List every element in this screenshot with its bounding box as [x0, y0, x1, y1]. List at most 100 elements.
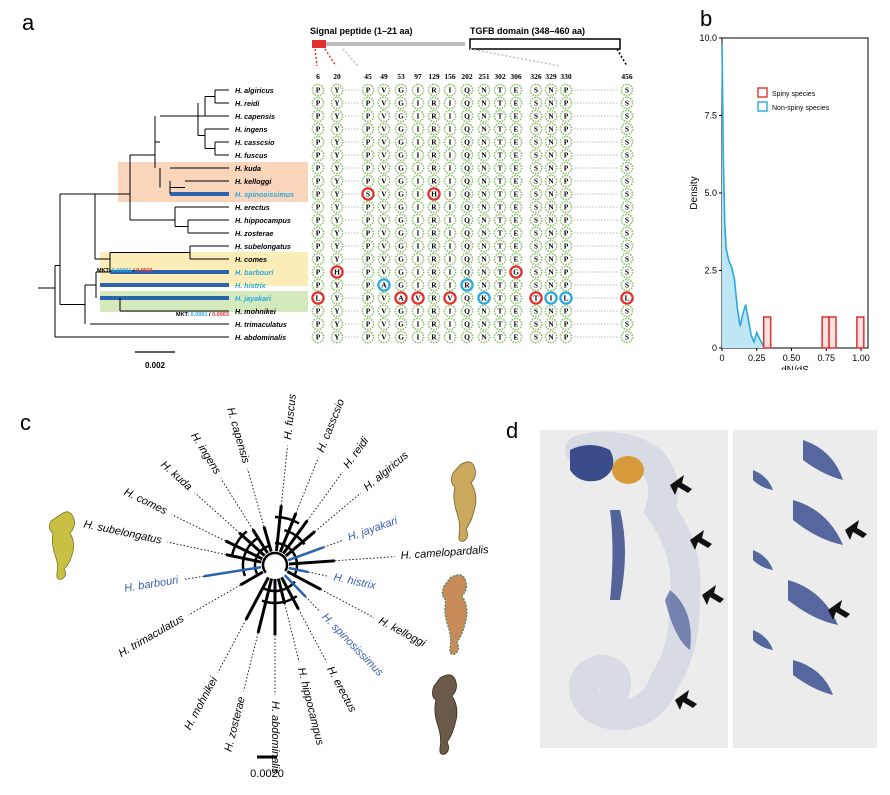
residue-cell: [311, 135, 325, 149]
residue-letter: E: [513, 216, 518, 225]
residue-cell: [493, 109, 507, 123]
residue-cell: [411, 161, 425, 175]
residue-letter: G: [398, 216, 404, 225]
residue-cell: [377, 109, 391, 123]
residue-letter: I: [449, 203, 452, 212]
residue-cell: [427, 265, 441, 279]
residue-letter: H: [334, 268, 340, 277]
residue-letter: S: [534, 190, 538, 199]
residue-cell: [493, 148, 507, 162]
residue-cell: [493, 304, 507, 318]
residue-letter: I: [449, 229, 452, 238]
x-tick-label: 0.25: [748, 353, 766, 363]
residue-cell: [411, 148, 425, 162]
residue-letter: Q: [464, 229, 470, 238]
tree-arc: [274, 515, 300, 525]
residue-letter: T: [497, 138, 502, 147]
residue-cell: [311, 122, 325, 136]
residue-cell: [311, 213, 325, 227]
residue-cell: [311, 278, 325, 292]
residue-cell: [311, 161, 325, 175]
residue-letter: Y: [334, 294, 340, 303]
residue-letter: G: [398, 242, 404, 251]
residue-cell: [529, 317, 543, 331]
position-label: 53: [397, 72, 405, 81]
residue-cell: [529, 304, 543, 318]
residue-letter: G: [398, 255, 404, 264]
residue-letter: T: [497, 281, 502, 290]
residue-letter: A: [398, 294, 404, 303]
residue-letter: V: [381, 216, 387, 225]
residue-letter: I: [449, 307, 452, 316]
residue-letter: N: [481, 268, 487, 277]
tree-branch: [286, 570, 322, 591]
residue-cell: [509, 96, 523, 110]
residue-letter: N: [548, 190, 554, 199]
residue-cell: [460, 161, 474, 175]
species-label: H. hippocampus: [235, 216, 291, 225]
residue-letter: Q: [464, 255, 470, 264]
residue-cell: [544, 109, 558, 123]
residue-cell: [620, 226, 634, 240]
residue-letter: N: [481, 307, 487, 316]
panel-b-label: b: [700, 6, 712, 31]
residue-letter: N: [481, 99, 487, 108]
residue-cell: [529, 239, 543, 253]
residue-cell: [377, 135, 391, 149]
residue-cell: [460, 265, 474, 279]
residue-letter: Y: [334, 229, 340, 238]
species-label: H. kelloggi: [235, 177, 272, 186]
residue-cell: [443, 83, 457, 97]
residue-letter: I: [417, 99, 420, 108]
tgfb-domain-label: TGFB domain (348–460 aa): [470, 26, 585, 36]
residue-cell: [394, 135, 408, 149]
residue-letter: Y: [334, 151, 340, 160]
residue-cell: [544, 239, 558, 253]
residue-letter: S: [625, 333, 629, 342]
residue-cell: [544, 330, 558, 344]
residue-letter: I: [417, 164, 420, 173]
residue-cell: [427, 200, 441, 214]
residue-cell: [477, 278, 491, 292]
residue-cell: [477, 83, 491, 97]
x-tick-label: 0.50: [783, 353, 801, 363]
residue-cell: [544, 291, 558, 305]
x-tick-label: 1.00: [852, 353, 870, 363]
residue-cell: [330, 330, 344, 344]
residue-cell: [394, 122, 408, 136]
residue-cell: [529, 109, 543, 123]
residue-cell: [477, 265, 491, 279]
residue-cell: [394, 291, 408, 305]
residue-cell: [330, 148, 344, 162]
residue-cell: [443, 278, 457, 292]
species-label: H. fuscus: [235, 151, 267, 160]
residue-letter: V: [381, 177, 387, 186]
residue-letter: P: [316, 307, 321, 316]
residue-letter: P: [316, 203, 321, 212]
tree-branch: [280, 576, 300, 610]
residue-letter: V: [381, 125, 387, 134]
residue-letter: Y: [334, 307, 340, 316]
species-label: H. capensis: [235, 112, 275, 121]
residue-cell: [361, 239, 375, 253]
residue-cell: [544, 135, 558, 149]
residue-letter: Q: [464, 99, 470, 108]
residue-cell: [477, 161, 491, 175]
residue-letter: R: [431, 138, 437, 147]
residue-letter: G: [398, 281, 404, 290]
residue-letter: I: [449, 216, 452, 225]
residue-letter: I: [417, 255, 420, 264]
residue-letter: V: [381, 203, 387, 212]
residue-cell: [377, 96, 391, 110]
residue-letter: P: [316, 333, 321, 342]
plot-frame: [721, 37, 869, 349]
residue-cell: [460, 109, 474, 123]
residue-letter: Y: [334, 190, 340, 199]
residue-cell: [361, 291, 375, 305]
tree-branch: [243, 632, 259, 692]
residue-letter: V: [381, 138, 387, 147]
residue-cell: [311, 174, 325, 188]
residue-letter: T: [497, 164, 502, 173]
residue-cell: [477, 96, 491, 110]
residue-cell: [544, 252, 558, 266]
